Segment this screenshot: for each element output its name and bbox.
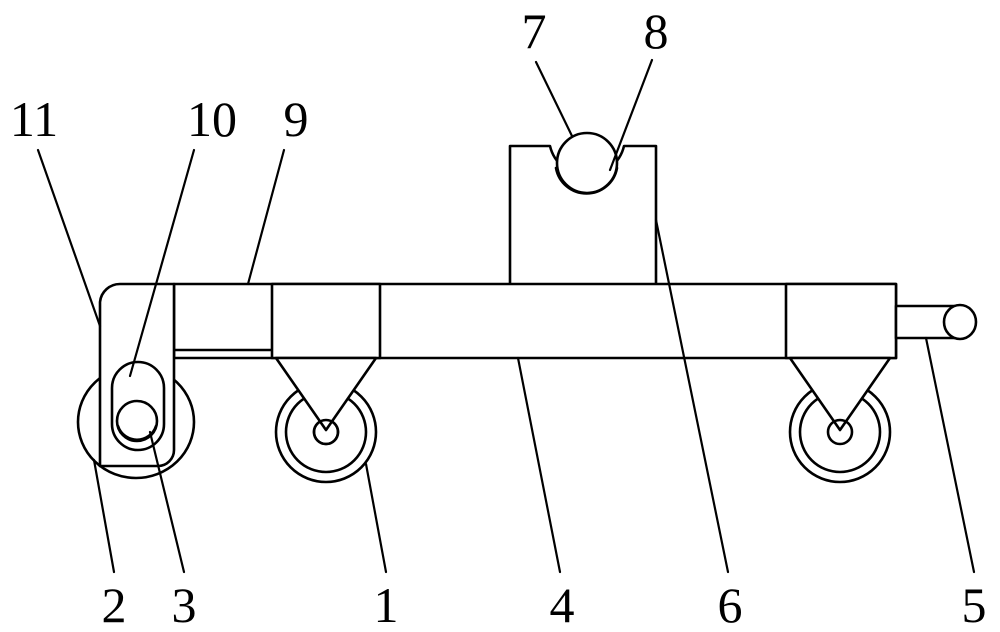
leader-8 xyxy=(608,58,654,172)
leader-lines xyxy=(36,58,976,574)
label-11: 11 xyxy=(10,91,58,147)
leader-10 xyxy=(128,148,196,378)
label-1: 1 xyxy=(374,577,399,632)
label-4: 4 xyxy=(550,577,575,632)
leader-11 xyxy=(36,148,102,328)
label-8: 8 xyxy=(644,3,669,59)
leader-5 xyxy=(924,336,976,574)
labels: 1 2 3 4 5 6 7 8 9 10 11 xyxy=(10,3,987,632)
leader-1 xyxy=(364,462,388,574)
leader-2 xyxy=(92,458,116,574)
leader-3 xyxy=(148,430,186,574)
main-beam xyxy=(172,282,898,360)
leader-7 xyxy=(534,60,574,138)
pin xyxy=(115,399,159,443)
pipe-roller xyxy=(554,131,619,195)
label-6: 6 xyxy=(718,577,743,632)
leader-4 xyxy=(516,356,562,574)
right-wheel xyxy=(788,356,892,484)
middle-wheel xyxy=(274,356,378,484)
handle-rod xyxy=(894,303,978,341)
label-7: 7 xyxy=(522,3,547,59)
leader-9 xyxy=(246,148,286,286)
label-9: 9 xyxy=(284,91,309,147)
label-2: 2 xyxy=(102,577,127,632)
label-5: 5 xyxy=(962,577,987,632)
label-10: 10 xyxy=(187,91,237,147)
leader-6 xyxy=(654,218,730,574)
label-3: 3 xyxy=(172,577,197,632)
